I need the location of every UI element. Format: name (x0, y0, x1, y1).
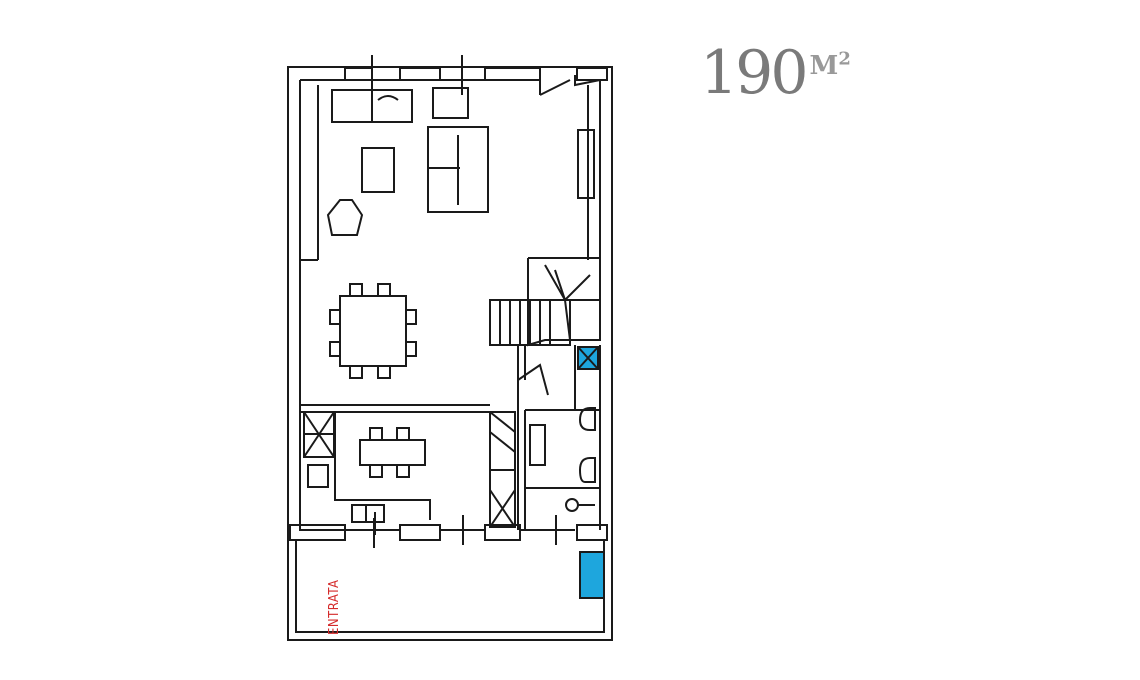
dining-table (329, 283, 417, 379)
kitchen (303, 411, 516, 535)
blue-fixtures (577, 346, 605, 599)
living-room-furniture (326, 85, 595, 260)
bathroom (529, 407, 596, 512)
blue-panel-entrance (579, 551, 605, 599)
area-value: 190 (700, 38, 809, 108)
entrance-label: ENTRATA (327, 580, 342, 636)
interior-walls (300, 345, 601, 530)
staircase (489, 257, 601, 347)
area-unit: M2 (809, 48, 851, 81)
front-wall (289, 515, 608, 548)
outer-walls (287, 55, 613, 641)
